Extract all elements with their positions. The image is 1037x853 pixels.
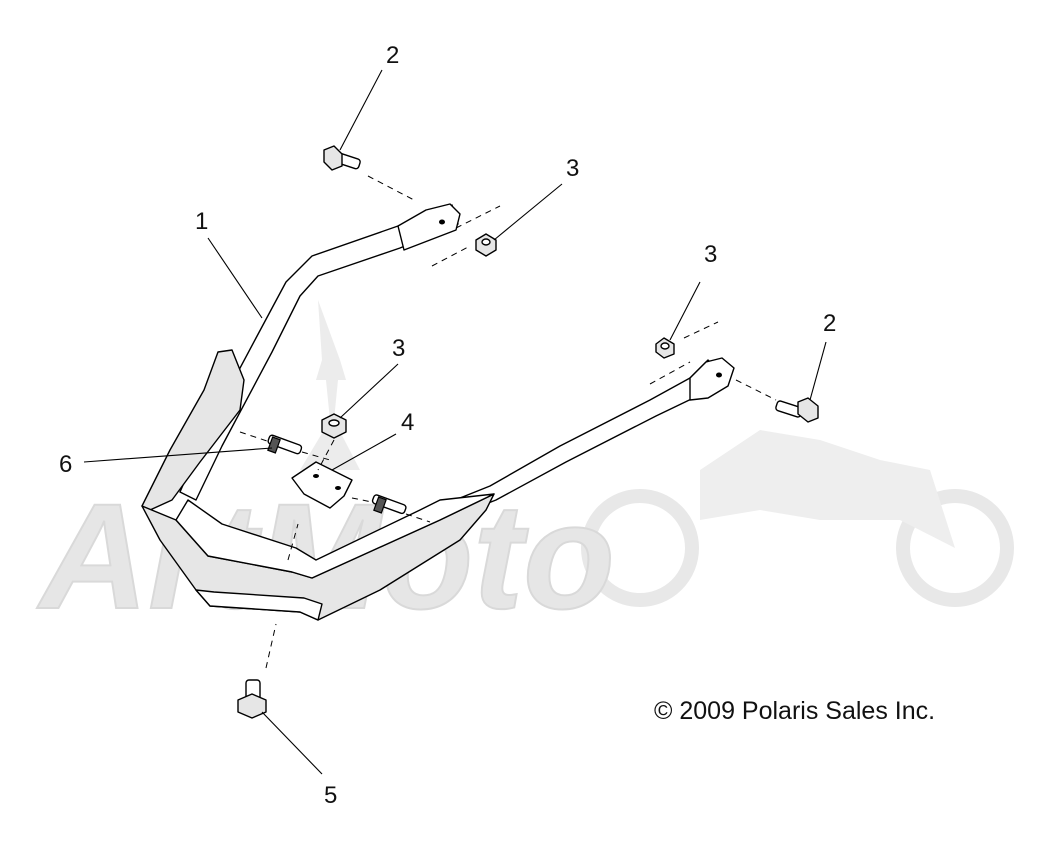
callout-3-center: 3 bbox=[392, 335, 406, 362]
assembly-line-bolt-bottom bbox=[265, 623, 277, 669]
bumper-end-tab-left bbox=[397, 203, 461, 251]
bracket bbox=[291, 461, 353, 509]
callout-2-top: 2 bbox=[386, 42, 400, 69]
bumper-end-tab-right bbox=[689, 357, 735, 401]
side-plate-left bbox=[141, 349, 245, 511]
assembly-line-nut-right-1 bbox=[649, 361, 691, 385]
nut-right bbox=[655, 337, 675, 359]
bracket-plate bbox=[291, 461, 353, 509]
watermark-wheel-rear bbox=[581, 489, 699, 607]
leader-3-center bbox=[339, 363, 399, 419]
bolt-right bbox=[775, 397, 819, 423]
skid-plate-front-face bbox=[195, 589, 323, 621]
bracket-hole-1 bbox=[313, 474, 319, 478]
callout-3-upper: 3 bbox=[566, 155, 580, 182]
leader-3-right bbox=[669, 281, 701, 341]
assembly-line-bolt-right bbox=[735, 379, 777, 401]
callout-1: 1 bbox=[195, 208, 209, 235]
callout-2-right: 2 bbox=[823, 310, 837, 337]
mount-hole-left bbox=[439, 219, 445, 225]
mount-hole-right bbox=[716, 372, 722, 378]
assembly-line-nut-upper-1 bbox=[431, 245, 471, 267]
copyright-notice: © 2009 Polaris Sales Inc. bbox=[654, 697, 936, 725]
bolt-bottom bbox=[237, 679, 267, 719]
watermark-wheel-front bbox=[896, 489, 1014, 607]
watermark-motorcycle-body bbox=[700, 430, 955, 548]
watermark-spire bbox=[300, 300, 360, 470]
callout-3-right: 3 bbox=[704, 241, 718, 268]
skid-plate-inner-edge bbox=[175, 493, 495, 579]
pin-fastener-1 bbox=[239, 431, 331, 461]
assembly-line-nut-upper-2 bbox=[455, 205, 501, 229]
bumper-assembly bbox=[141, 203, 735, 621]
leader-3-upper bbox=[493, 183, 563, 241]
leader-5 bbox=[261, 711, 323, 775]
leader-2-top bbox=[339, 69, 383, 151]
pin-fastener-2 bbox=[351, 494, 431, 523]
callout-6: 6 bbox=[59, 451, 73, 478]
nut-upper bbox=[475, 233, 497, 257]
nut-center bbox=[317, 413, 347, 471]
bracket-hole-2 bbox=[335, 486, 341, 490]
assembly-line-bolt-upper bbox=[367, 175, 415, 201]
bolt-upper-left bbox=[323, 145, 361, 171]
callout-4: 4 bbox=[401, 409, 415, 436]
assembly-line-nut-right-2 bbox=[683, 321, 719, 339]
leader-6 bbox=[83, 447, 273, 463]
leader-2-right bbox=[809, 341, 827, 401]
leader-4 bbox=[331, 433, 397, 471]
callout-5: 5 bbox=[324, 782, 338, 809]
leader-1 bbox=[207, 237, 263, 319]
